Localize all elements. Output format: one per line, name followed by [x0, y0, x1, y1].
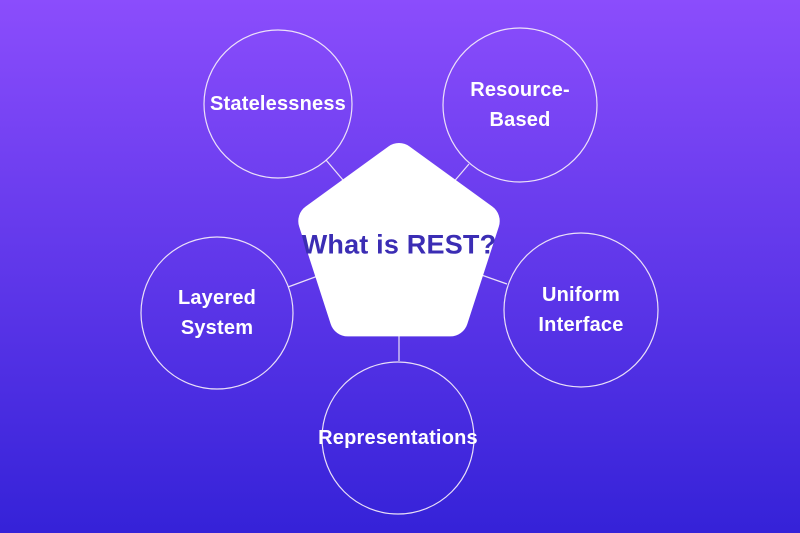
node-label-uniform-interface: Uniform Interface — [538, 284, 624, 336]
circle-statelessness — [203, 29, 353, 179]
circle-uniform-interface — [503, 232, 659, 388]
node-label-statelessness: Statelessness — [209, 93, 347, 115]
node-label-representations: Representations — [318, 427, 478, 449]
circle-resource-based — [442, 27, 598, 183]
node-label-resource-based: Resource- Based — [470, 79, 570, 131]
node-label-layered-system: Layered System — [177, 287, 257, 339]
pentagon-shape — [298, 143, 500, 337]
circle-layered-system — [140, 236, 294, 390]
center-title: What is REST? — [301, 229, 497, 260]
circle-representations — [321, 361, 475, 515]
